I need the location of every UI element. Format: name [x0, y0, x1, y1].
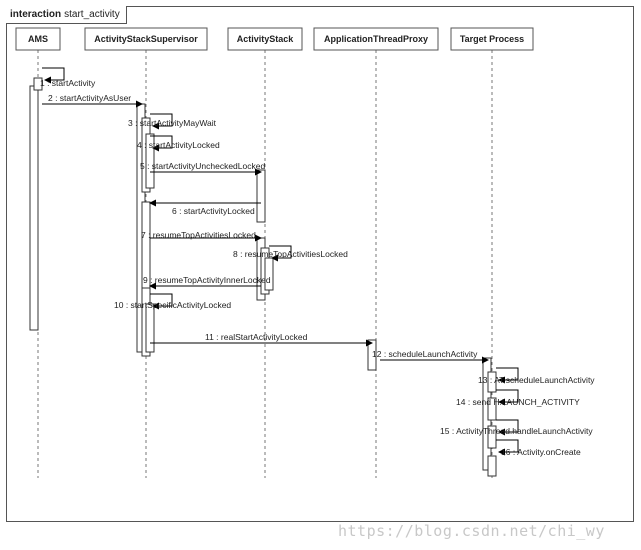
frame-name: start_activity — [64, 9, 120, 20]
message-9: 9 : resumeTopActivityInnerLocked — [143, 275, 271, 290]
participant-box-supervisor — [84, 27, 208, 51]
participant-label-proxy: ApplicationThreadProxy — [324, 34, 428, 44]
activation-bar — [33, 77, 43, 91]
activation-bar — [487, 455, 497, 477]
message-label: 16 : Activity.onCreate — [501, 447, 581, 457]
participants-layer: AMS ActivityStackSupervisor ActivityStack A… — [15, 27, 534, 478]
participant-ams: AMS — [15, 27, 61, 478]
self-message-arrow — [150, 135, 173, 152]
participant-box-target — [450, 27, 534, 51]
participant-label-ams: AMS — [28, 34, 48, 44]
message-label: 5 : startActivityUncheckedLocked — [140, 161, 265, 171]
message-1: 1 : startActivity — [40, 67, 96, 88]
message-3: 3 : startActivityMayWait — [128, 113, 217, 130]
message-8: 8 : resumeTopActivitiesLocked — [233, 245, 348, 262]
message-label: 8 : resumeTopActivitiesLocked — [233, 249, 348, 259]
self-message-arrow — [42, 67, 65, 84]
message-label: 14 : send H.LAUNCH_ACTIVITY — [456, 397, 580, 407]
message-13: 13 : AT.scheduleLaunchActivity — [478, 367, 595, 385]
activation-bar — [29, 85, 39, 331]
self-message-arrow — [269, 245, 292, 262]
frame-keyword: interaction — [10, 9, 62, 20]
self-message-arrow — [150, 293, 173, 310]
activation-bar — [145, 303, 155, 353]
activation-bar — [487, 425, 497, 449]
self-message-arrow — [496, 419, 519, 436]
self-message-arrow — [496, 439, 519, 456]
message-4: 4 : startActivityLocked — [137, 135, 220, 152]
participant-box-proxy — [313, 27, 439, 51]
participant-stack: ActivityStack — [227, 27, 303, 478]
message-label: 11 : realStartActivityLocked — [205, 332, 308, 342]
participant-label-target: Target Process — [460, 34, 524, 44]
self-message-arrow — [496, 367, 519, 384]
activation-bar — [256, 169, 266, 223]
message-label: 1 : startActivity — [40, 78, 96, 88]
participant-supervisor: ActivityStackSupervisor — [84, 27, 208, 478]
message-6: 6 : startActivityLocked — [149, 199, 261, 216]
message-11: 11 : realStartActivityLocked — [150, 332, 373, 347]
message-label: 13 : AT.scheduleLaunchActivity — [478, 375, 595, 385]
self-message-arrow — [150, 113, 173, 130]
activation-bar — [264, 257, 274, 291]
message-label: 9 : resumeTopActivityInnerLocked — [143, 275, 271, 285]
message-label: 10 : startSpecificActivityLocked — [114, 300, 231, 310]
watermark: https://blog.csdn.net/chi_wy — [338, 522, 605, 540]
participant-label-stack: ActivityStack — [237, 34, 295, 44]
participant-proxy: ApplicationThreadProxy — [313, 27, 439, 478]
activation-bar — [145, 133, 155, 189]
message-7: 7 : resumeTopActivitiesLocked — [141, 230, 262, 242]
activations-layer — [29, 77, 497, 477]
message-label: 7 : resumeTopActivitiesLocked — [141, 230, 256, 240]
messages-layer: 1 : startActivity 2 : startActivityAsUser… — [40, 67, 595, 457]
message-16: 16 : Activity.onCreate — [496, 439, 581, 457]
message-label: 15 : ActivityThread.handleLaunchActivity — [440, 426, 593, 436]
activation-bar — [487, 371, 497, 393]
message-label: 3 : startActivityMayWait — [128, 118, 217, 128]
message-2: 2 : startActivityAsUser — [42, 93, 143, 108]
message-label: 2 : startActivityAsUser — [48, 93, 131, 103]
interaction-frame — [6, 6, 634, 522]
message-15: 15 : ActivityThread.handleLaunchActivity — [440, 419, 593, 436]
self-message-arrow — [496, 389, 519, 406]
participant-box-stack — [227, 27, 303, 51]
message-label: 12 : scheduleLaunchActivity — [372, 349, 478, 359]
activation-bar — [487, 397, 497, 421]
message-12: 12 : scheduleLaunchActivity — [372, 349, 489, 364]
message-5: 5 : startActivityUncheckedLocked — [140, 161, 265, 176]
message-label: 4 : startActivityLocked — [137, 140, 220, 150]
participant-box-ams — [15, 27, 61, 51]
message-10: 10 : startSpecificActivityLocked — [114, 293, 231, 310]
message-label: 6 : startActivityLocked — [172, 206, 255, 216]
message-14: 14 : send H.LAUNCH_ACTIVITY — [456, 389, 580, 407]
participant-label-supervisor: ActivityStackSupervisor — [94, 34, 198, 44]
